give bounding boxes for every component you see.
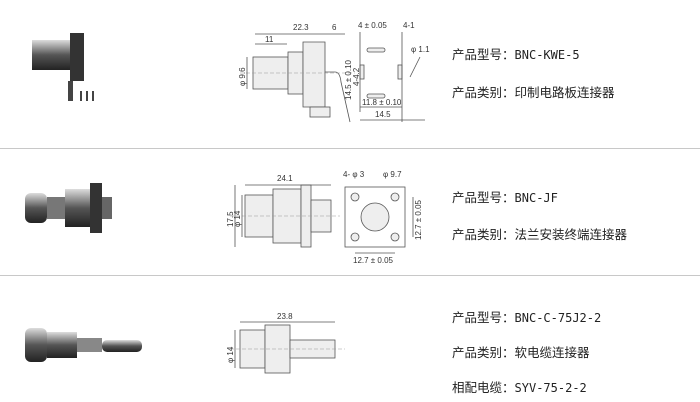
- dim-label: 24.1: [277, 174, 293, 183]
- drawing-bnc-jf: 24.1 17.5 φ 14 4- φ 3 φ 9.7 12.7 ± 0.05 …: [226, 170, 423, 265]
- dim-label: 23.8: [277, 312, 293, 321]
- dim-label: φ 14: [226, 346, 235, 363]
- product-category: 产品类别：印制电路板连接器: [452, 85, 615, 100]
- dim-label: 12.7 ± 0.05: [414, 199, 423, 240]
- product-photo-bnc-jf: [25, 183, 112, 233]
- dim-label: φ 14: [233, 210, 242, 227]
- product-model: 产品型号：BNC-C-75J2-2: [452, 310, 602, 325]
- divider: [0, 148, 700, 149]
- divider: [0, 275, 700, 276]
- dim-label: 4-1: [403, 21, 415, 30]
- dim-label: 17.5: [226, 211, 235, 227]
- dim-label: 14.5 ± 0.10: [344, 59, 353, 100]
- dim-label: 4 ± 0.05: [358, 21, 387, 30]
- dim-label: 4- φ 3: [343, 170, 365, 179]
- drawing-bnc-c-75j2-2: 23.8 φ 14: [226, 312, 345, 374]
- dim-label: φ 9.6: [238, 67, 247, 86]
- dim-label: 4-4.2: [352, 67, 361, 86]
- dim-label: 22.3: [293, 23, 309, 32]
- dim-label: 12.7 ± 0.05: [353, 256, 394, 265]
- product-model: 产品型号：BNC-JF: [452, 190, 558, 205]
- dim-label: 6: [332, 23, 337, 32]
- product-category: 产品类别：法兰安装终端连接器: [452, 227, 628, 242]
- product-photo-bnc-kwe-5: [32, 33, 94, 101]
- product-category: 产品类别：软电缆连接器: [452, 345, 590, 360]
- dim-label: φ 9.7: [383, 170, 402, 179]
- dim-label: 14.5: [375, 110, 391, 119]
- dim-label: 11: [265, 35, 274, 44]
- matching-cable: 相配电缆：SYV-75-2-2: [452, 380, 587, 395]
- product-photo-bnc-c-75j2-2: [25, 328, 142, 362]
- dim-label: 11.8 ± 0.10: [362, 98, 402, 107]
- product-model: 产品型号：BNC-KWE-5: [452, 47, 580, 62]
- drawing-bnc-kwe-5: 22.3 6 11 φ 9.6 4 ± 0.05 4-1 φ 1.1 14.5 …: [238, 21, 430, 123]
- dim-label: φ 1.1: [411, 45, 430, 54]
